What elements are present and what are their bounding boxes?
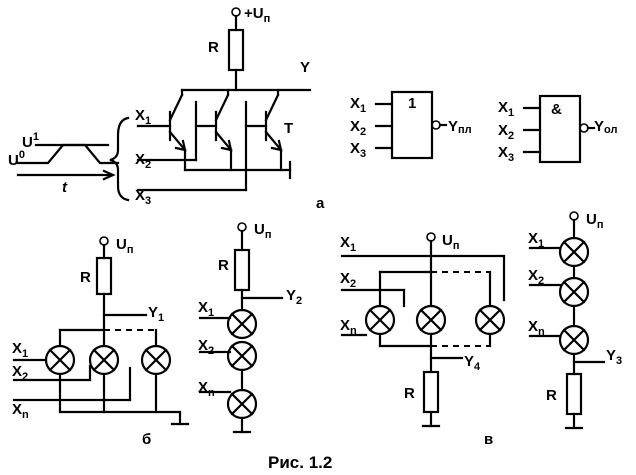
svg-text:1: 1 <box>408 95 416 112</box>
input-brace <box>109 116 130 202</box>
switch-element <box>88 344 120 376</box>
u0-label: U0 <box>8 149 25 169</box>
a-x3-label: X3 <box>135 187 151 207</box>
supply-label: +Uп <box>244 5 270 25</box>
svg-text:Uп: Uп <box>442 232 460 252</box>
switch-element <box>226 340 258 372</box>
svg-text:Uп: Uп <box>116 236 134 256</box>
svg-text:Xn: Xn <box>340 317 357 337</box>
svg-text:X2: X2 <box>12 363 28 383</box>
panel-a-supply: +Uп R Y <box>208 5 310 92</box>
svg-text:Xn: Xn <box>198 379 215 399</box>
panel-v-label: в <box>484 431 493 448</box>
svg-text:X1: X1 <box>340 234 356 254</box>
svg-text:Yол: Yол <box>594 118 617 136</box>
t-label: t <box>62 179 68 196</box>
svg-text:X1: X1 <box>350 95 366 115</box>
svg-text:Xn: Xn <box>528 318 545 338</box>
svg-text:X1: X1 <box>12 340 28 360</box>
resistor-r <box>227 28 245 72</box>
svg-text:R: R <box>80 269 91 286</box>
switch-element <box>226 308 258 340</box>
svg-text:Y1: Y1 <box>148 304 164 324</box>
svg-text:R: R <box>404 385 415 402</box>
nor-gate-symbol: 1 X1 X2 X3 Yпл <box>350 90 472 160</box>
svg-text:X1: X1 <box>198 299 214 319</box>
svg-text:Uп: Uп <box>254 221 272 241</box>
switch-element <box>140 344 172 376</box>
panel-v: Uп Y4 <box>340 211 622 448</box>
panel-a: U1 U0 t +Uп R Y <box>8 5 617 212</box>
panel-b: Uп R Y1 <box>12 221 302 448</box>
svg-text:Y4: Y4 <box>464 353 481 373</box>
svg-text:X3: X3 <box>498 144 514 164</box>
switch-element <box>415 304 447 336</box>
output-y-label: Y <box>300 59 310 76</box>
switch-element <box>558 324 590 356</box>
a-x2-label: X2 <box>135 151 151 171</box>
svg-text:X3: X3 <box>350 140 366 160</box>
svg-text:Yпл: Yпл <box>448 118 472 136</box>
svg-text:R: R <box>218 257 229 274</box>
switch-element <box>558 236 590 268</box>
a-x1-label: X1 <box>135 107 151 127</box>
svg-text:X2: X2 <box>198 337 214 357</box>
svg-text:X2: X2 <box>340 270 356 290</box>
figure-caption: Рис. 1.2 <box>268 453 332 472</box>
transistor-3: T <box>244 88 293 192</box>
parallel-switch-circuit-low-side: Uп Y4 <box>340 232 506 428</box>
svg-text:X1: X1 <box>498 99 514 119</box>
svg-text:Y2: Y2 <box>286 287 302 307</box>
transistor-t-label: T <box>284 120 293 137</box>
input-pulse-waveform: U1 U0 t <box>8 131 120 196</box>
svg-text:X2: X2 <box>498 122 514 142</box>
switch-element <box>44 344 76 376</box>
transistor-2 <box>194 88 233 162</box>
svg-text:R: R <box>546 387 557 404</box>
svg-text:X1: X1 <box>528 230 544 250</box>
resistor-label: R <box>208 39 219 56</box>
svg-text:Y3: Y3 <box>606 347 622 367</box>
switch-element <box>364 304 396 336</box>
switch-element <box>474 304 506 336</box>
switch-element <box>226 388 258 420</box>
panel-a-label: а <box>316 195 325 212</box>
supply-terminal <box>231 7 241 17</box>
panel-b-label: б <box>142 431 151 448</box>
nand-gate-symbol: & X1 X2 X3 Yол <box>498 94 617 164</box>
svg-text:X2: X2 <box>528 267 544 287</box>
svg-text:Uп: Uп <box>586 211 604 231</box>
series-switch-circuit-low-side: Uп Y3 R X1 <box>528 211 622 430</box>
switch-element <box>558 276 590 308</box>
u1-label: U1 <box>22 131 39 151</box>
svg-text:Xn: Xn <box>12 401 29 421</box>
parallel-switch-circuit: Uп R Y1 <box>12 236 190 426</box>
svg-text:&: & <box>551 101 562 118</box>
transistor-1 <box>136 88 187 152</box>
svg-text:X2: X2 <box>350 118 366 138</box>
series-switch-circuit: Uп R Y2 X1 X2 Xn <box>198 221 302 434</box>
